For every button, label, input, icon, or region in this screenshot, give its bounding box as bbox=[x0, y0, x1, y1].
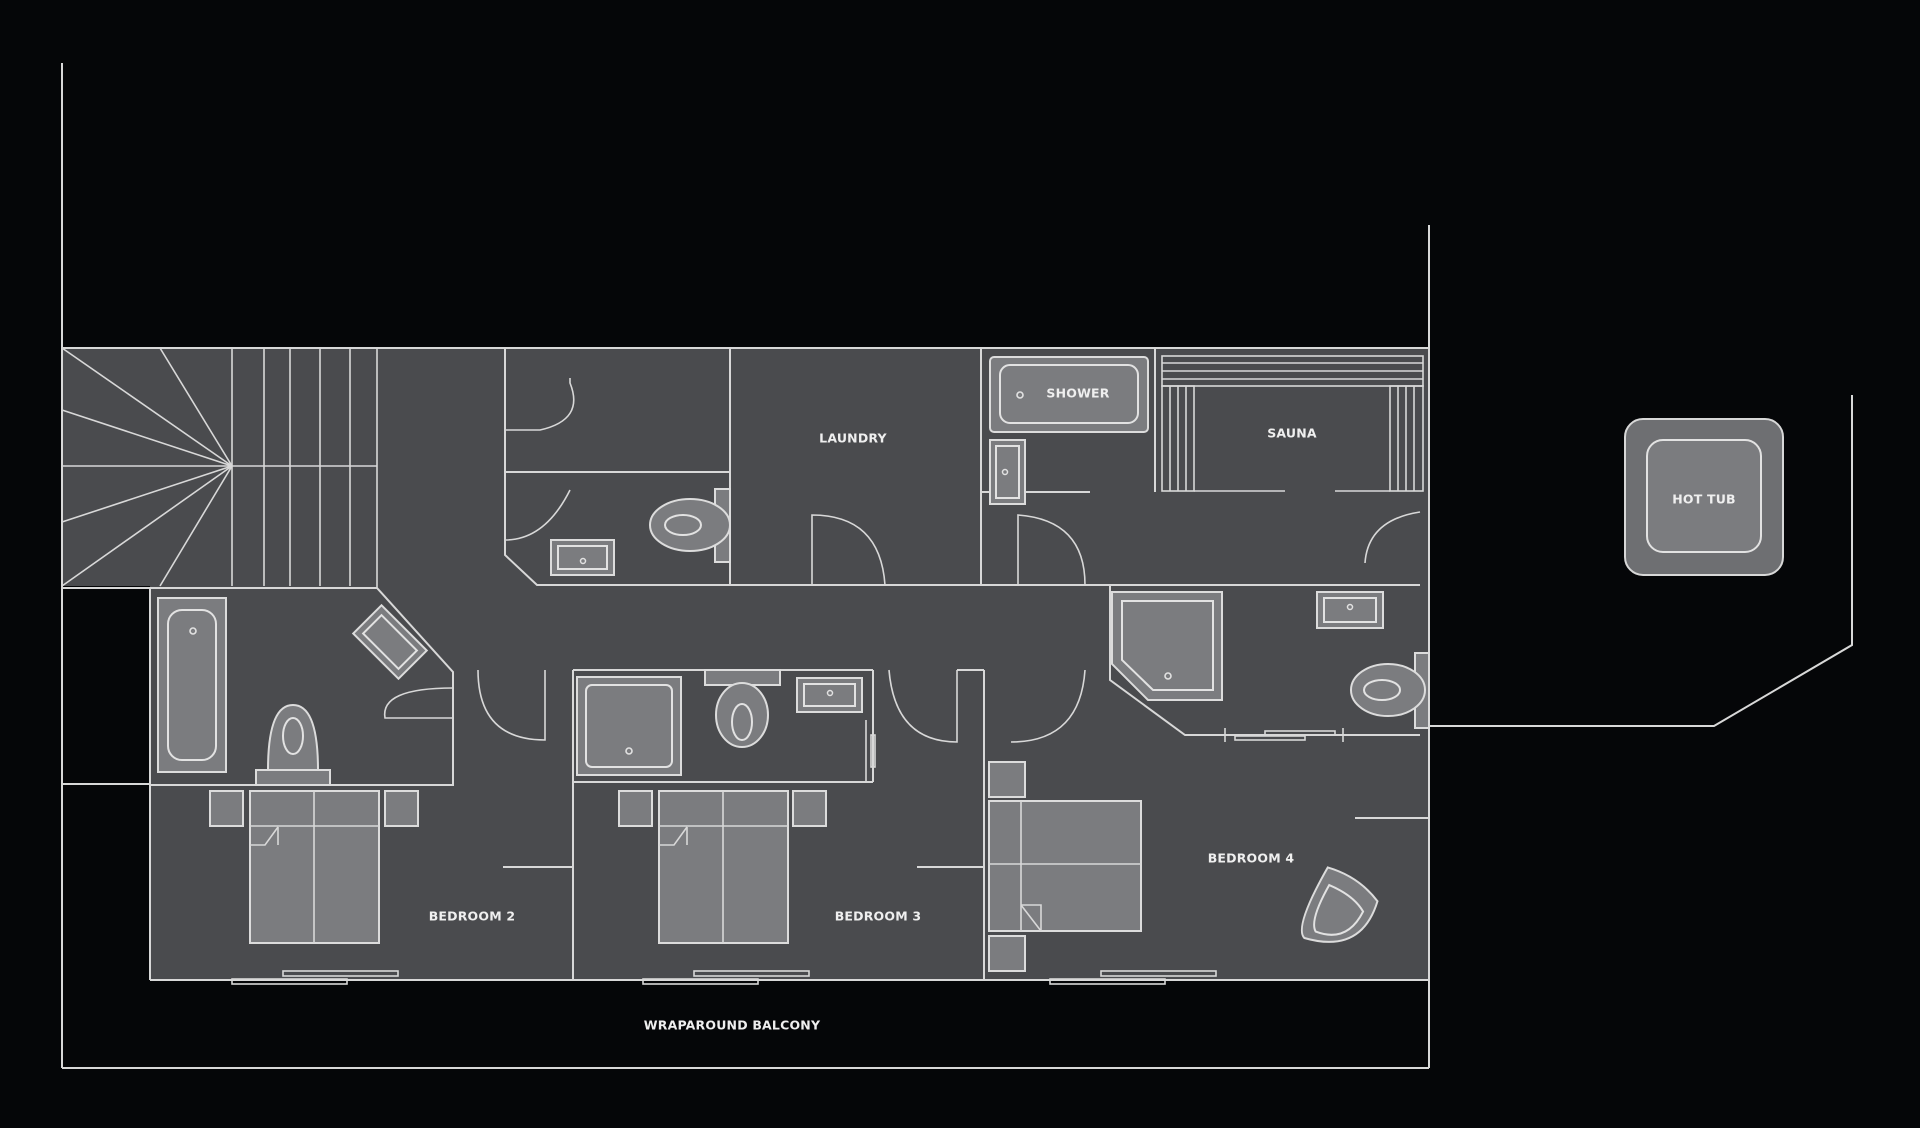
nightstand-icon bbox=[209, 790, 244, 827]
sauna-benches bbox=[1161, 355, 1424, 492]
sink-icon bbox=[351, 603, 429, 681]
toilet-icon bbox=[255, 703, 331, 786]
sliding-door-icon bbox=[231, 970, 399, 985]
armchair-icon bbox=[1300, 866, 1379, 943]
bathtub-icon bbox=[157, 597, 227, 773]
double-bed-icon bbox=[988, 800, 1142, 932]
double-bed-icon bbox=[658, 790, 789, 944]
balcony-label: WRAPAROUND BALCONY bbox=[644, 1018, 821, 1033]
nightstand-icon bbox=[618, 790, 653, 827]
sliding-door-icon bbox=[1220, 728, 1344, 742]
toilet-icon bbox=[649, 488, 731, 563]
shower-tray-icon bbox=[1111, 591, 1223, 701]
toilet-icon bbox=[704, 669, 781, 748]
double-bed-icon bbox=[249, 790, 380, 944]
nightstand-icon bbox=[792, 790, 827, 827]
shower-label: SHOWER bbox=[1046, 386, 1109, 401]
sliding-door-icon bbox=[1049, 970, 1217, 985]
sink-icon bbox=[796, 677, 863, 713]
nightstand-icon bbox=[988, 935, 1026, 972]
sliding-door-icon bbox=[865, 720, 876, 782]
sliding-door-icon bbox=[642, 970, 810, 985]
sink-icon bbox=[550, 539, 615, 576]
staircase-icon bbox=[61, 347, 378, 588]
hot-tub-icon bbox=[1624, 418, 1784, 576]
shower-tray-icon bbox=[576, 676, 682, 776]
laundry-label: LAUNDRY bbox=[819, 431, 887, 446]
nightstand-icon bbox=[384, 790, 419, 827]
shower-tray-icon bbox=[989, 356, 1149, 433]
hot-tub-label: HOT TUB bbox=[1672, 492, 1736, 507]
nightstand-icon bbox=[988, 761, 1026, 798]
bedroom-4-label: BEDROOM 4 bbox=[1208, 851, 1295, 866]
bedroom-2-label: BEDROOM 2 bbox=[429, 909, 516, 924]
doors bbox=[383, 378, 1421, 743]
sink-icon bbox=[989, 439, 1026, 505]
sauna-label: SAUNA bbox=[1267, 426, 1317, 441]
sink-icon bbox=[1316, 591, 1384, 629]
toilet-icon bbox=[1350, 652, 1430, 729]
bedroom-3-label: BEDROOM 3 bbox=[835, 909, 922, 924]
